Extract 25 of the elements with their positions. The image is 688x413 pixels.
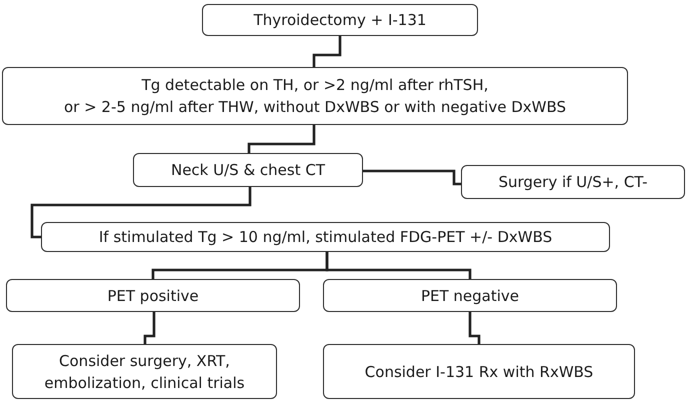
node-label: Thyroidectomy + I-131 — [254, 10, 426, 31]
connector-line — [312, 36, 342, 67]
connector-line — [363, 170, 461, 186]
node-label: PET positive — [107, 286, 199, 306]
process-box — [2, 67, 628, 125]
node-label: Consider surgery, XRT, embolization, clinical trials — [43, 350, 246, 394]
node-label: Neck U/S & chest CT — [170, 160, 326, 181]
node-label: PET negative — [420, 286, 520, 306]
node-label: If stimulated Tg > 10 ng/ml, stimulated FDG-PET +/- DxWBS — [98, 227, 552, 248]
connector-line — [248, 125, 316, 153]
process-box — [323, 344, 635, 399]
connector-line — [468, 312, 480, 344]
node-label: Surgery if U/S+, CT- — [498, 172, 648, 193]
process-box — [133, 153, 363, 187]
process-box — [323, 279, 617, 312]
connector-line — [30, 187, 252, 238]
connector-line — [326, 252, 472, 279]
process-box — [461, 165, 685, 199]
process-box — [202, 4, 478, 36]
node-label: Tg detectable on TH, or >2 ng/ml after rhTSH, or > 2-5 ng/ml after THW, without DxWBS or with negative DxWBS — [64, 75, 566, 118]
process-box — [41, 222, 610, 252]
node-label: Consider I-131 Rx with RxWBS — [364, 362, 594, 382]
process-box — [6, 279, 300, 312]
process-box — [12, 344, 277, 399]
connector-line — [144, 312, 156, 344]
